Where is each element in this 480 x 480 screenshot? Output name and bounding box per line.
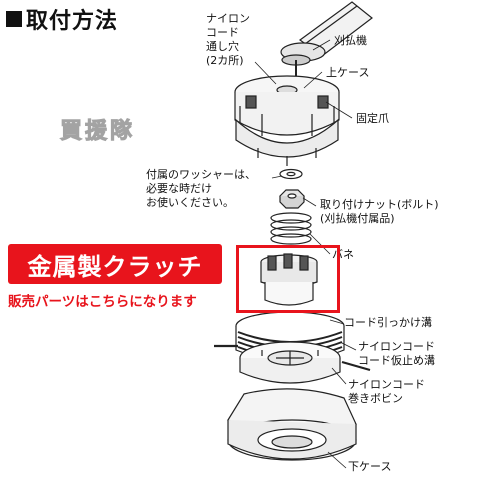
label-lower-case: 下ケース xyxy=(348,460,392,473)
title-square-icon xyxy=(6,11,22,27)
sale-parts-note: 販売パーツはこちらになります xyxy=(8,294,197,310)
label-mounting-nut: 取り付けナット(ボルト) (刈払機付属品) xyxy=(320,198,439,225)
mounting-nut xyxy=(279,189,305,209)
label-nylon-cord-hole: ナイロン コード 通し穴 (2カ所) xyxy=(206,12,250,67)
metal-clutch-banner: 金属製クラッチ xyxy=(8,244,222,284)
label-brush-cutter: 刈払機 xyxy=(334,34,367,47)
clutch-highlight-box xyxy=(236,245,340,313)
label-cord-hook-groove: コード引っかけ溝 xyxy=(344,316,432,329)
label-cord-temp-groove: ナイロンコード コード仮止め溝 xyxy=(358,340,435,367)
spring xyxy=(270,212,312,245)
title-text: 取付方法 xyxy=(26,9,119,34)
upper-case xyxy=(234,75,340,166)
label-cord-bobbin: ナイロンコード 巻きボビン xyxy=(348,378,425,405)
metal-clutch xyxy=(260,253,318,306)
lower-case xyxy=(227,388,357,461)
label-upper-case: 上ケース xyxy=(326,66,370,79)
brush-cutter-shaft xyxy=(280,1,373,76)
watermark-text: 買援隊 xyxy=(59,119,136,145)
washer xyxy=(279,168,303,180)
label-washer-note: 付属のワッシャーは、 必要な時だけ お使いください。 xyxy=(146,168,256,209)
page-title: 取付方法 xyxy=(6,3,118,35)
cord-bobbin xyxy=(214,311,371,384)
label-fixing-claw: 固定爪 xyxy=(356,112,389,125)
